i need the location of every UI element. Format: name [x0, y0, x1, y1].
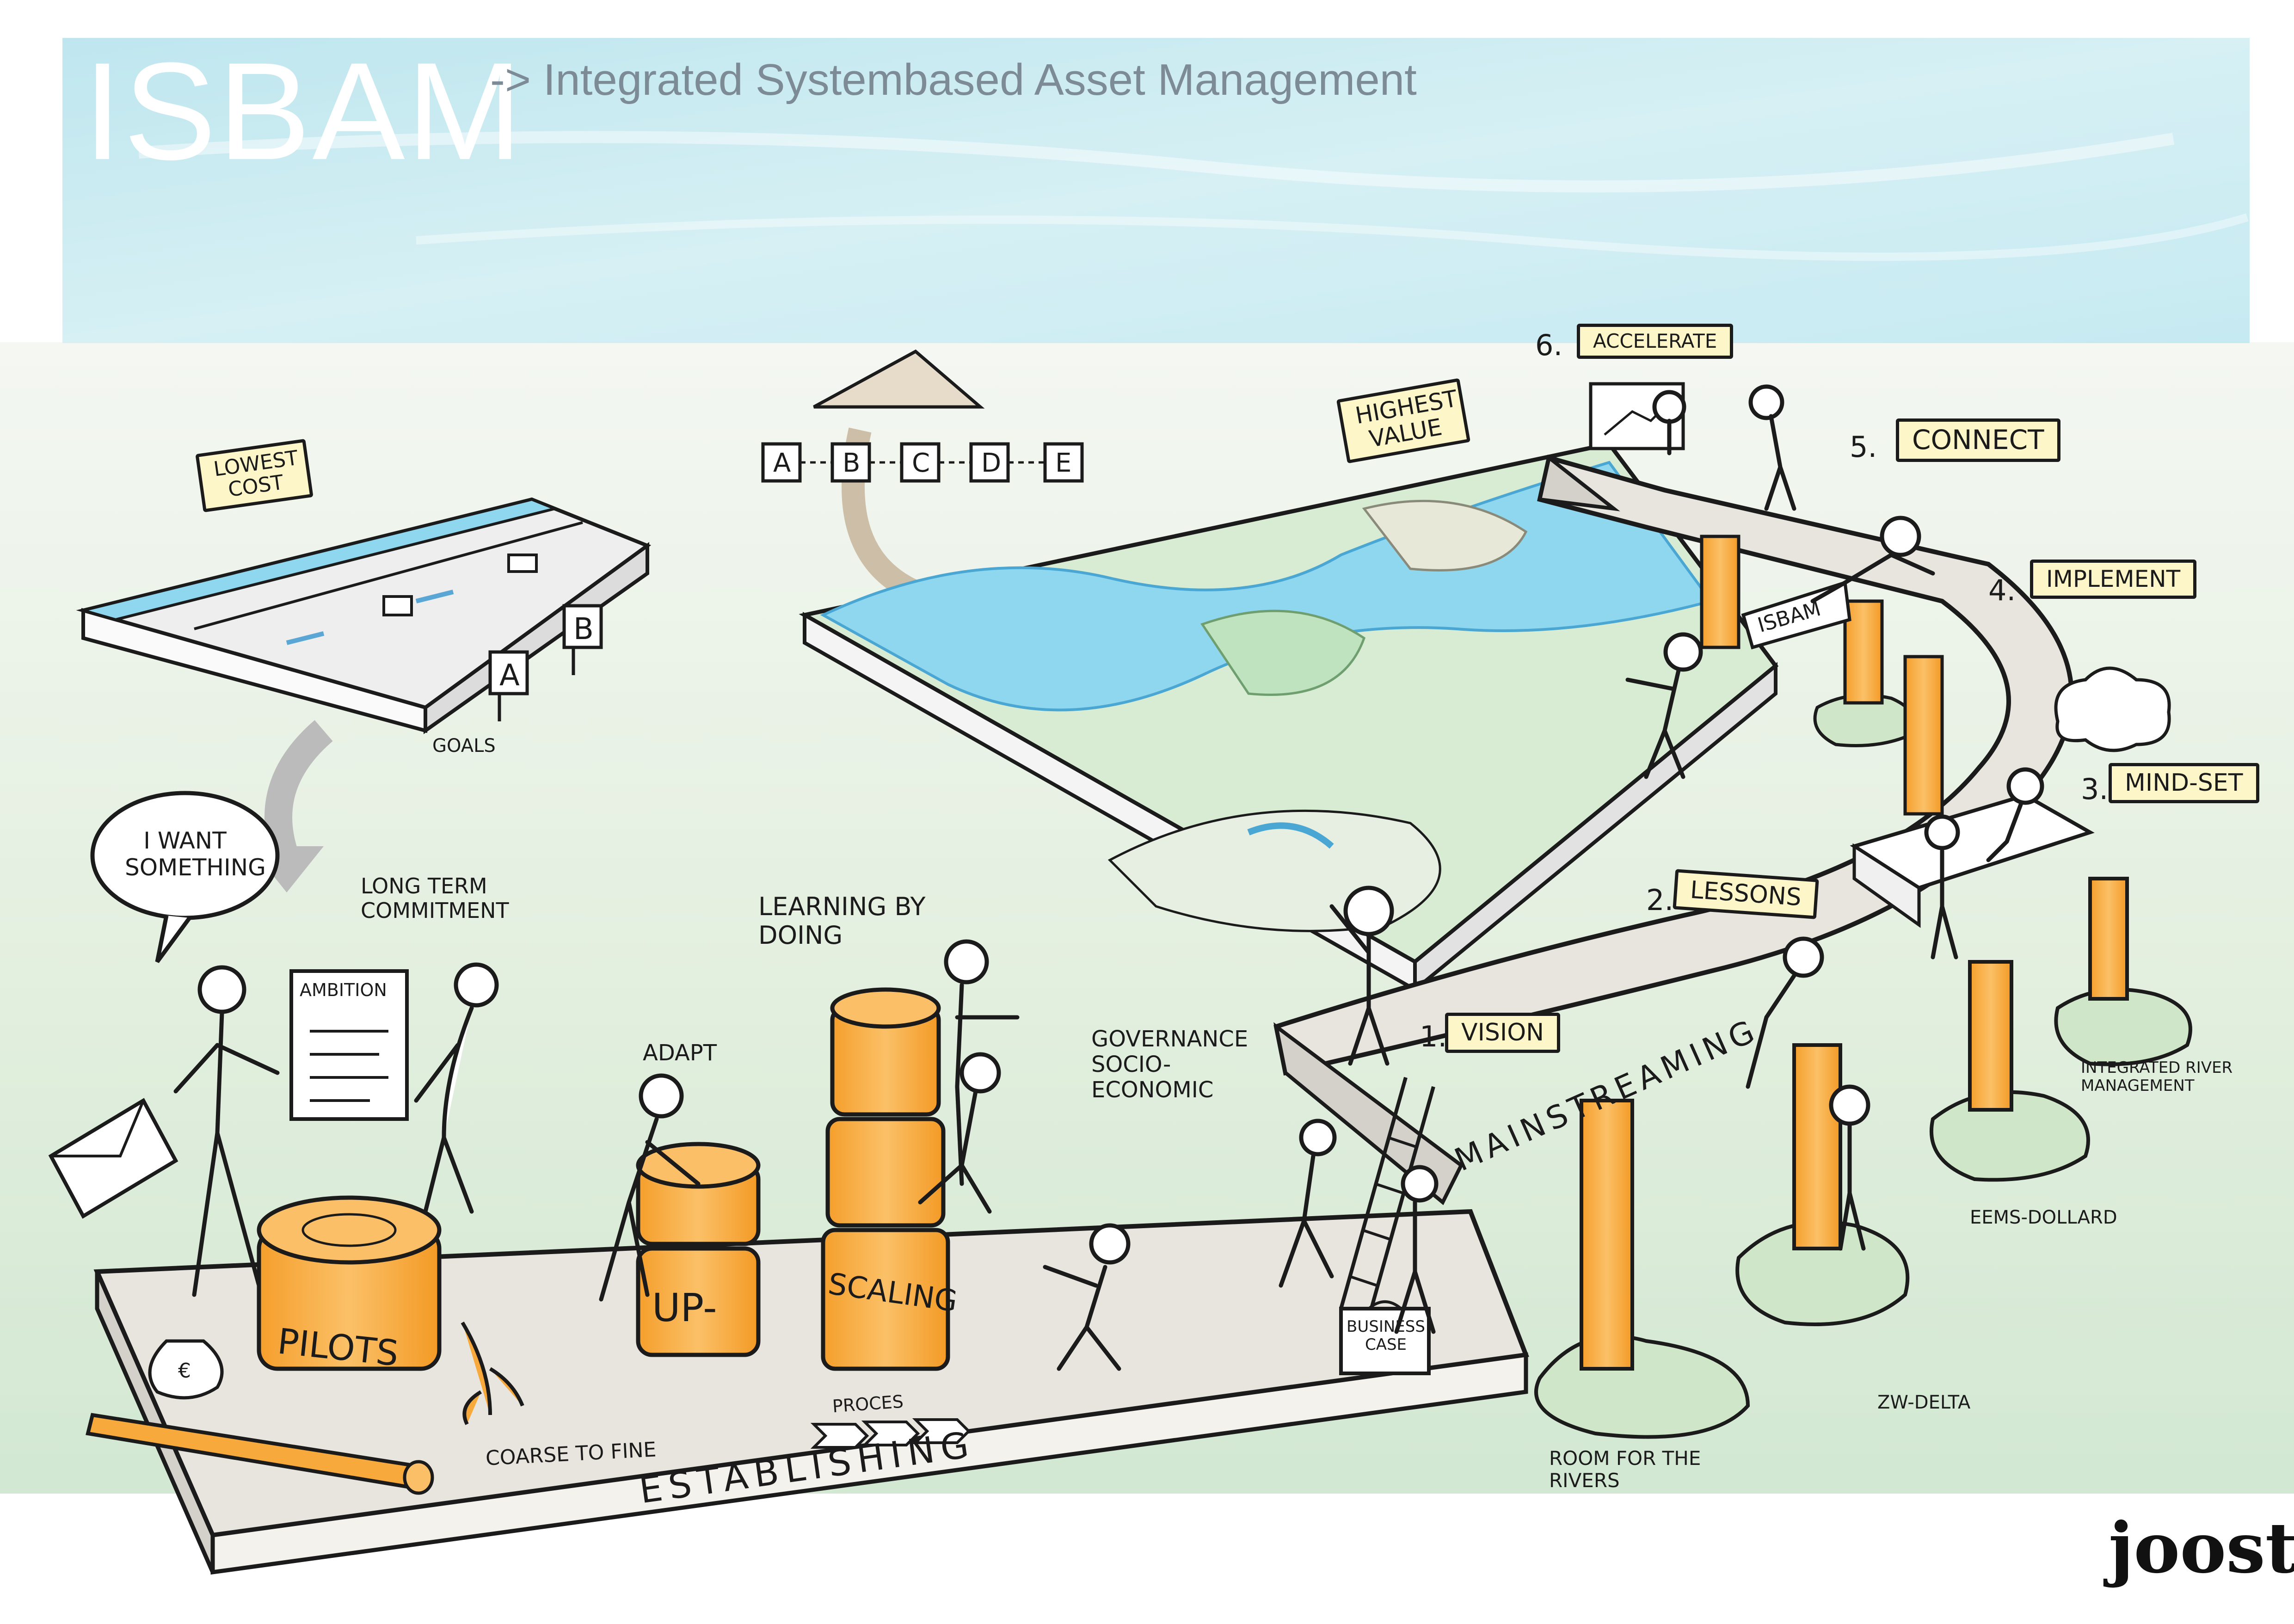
goal-signs-ab — [488, 604, 603, 721]
business-case-briefcase — [1339, 1300, 1431, 1375]
thought-cloud — [2054, 666, 2171, 752]
option-sign-d: D — [981, 448, 1002, 478]
lowest-cost-road-slab — [76, 497, 652, 734]
step-4-number: 4. — [1988, 573, 2016, 607]
option-sign-b: B — [843, 448, 861, 478]
speech-bubble — [90, 791, 280, 963]
options-row-a-e — [761, 442, 1084, 483]
page-subtitle: -> Integrated Systembased Asset Manageme… — [490, 55, 1417, 105]
business-case-label: BUSINESS CASE — [1347, 1317, 1425, 1354]
sky-streak — [416, 213, 2249, 261]
learning-by-doing-label: LEARNING BY DOING — [758, 892, 926, 950]
adapt-label: ADAPT — [643, 1040, 717, 1066]
long-term-commitment-label: LONG TERM COMMITMENT — [361, 874, 509, 923]
zw-delta-label: ZW-DELTA — [1877, 1392, 1971, 1413]
pillar-room-for-rivers — [1534, 1099, 1750, 1439]
step-6-number: 6. — [1535, 328, 1563, 362]
ambition-board — [289, 969, 409, 1121]
step-5-number: 5. — [1850, 430, 1877, 464]
highest-value-landscape-map — [799, 442, 1779, 994]
option-sign-c: C — [912, 448, 930, 478]
speech-bubble-text: I WANT SOMETHING — [125, 827, 266, 881]
step-accelerate-tag: ACCELERATE — [1577, 324, 1734, 359]
step-connect-tag: CONNECT — [1896, 418, 2060, 462]
envelope-icon — [48, 1098, 178, 1219]
pillar-integrated-river-management — [2054, 877, 2192, 1066]
header-sky-banner — [62, 38, 2250, 343]
isbam-sign — [1741, 580, 1851, 650]
step-1-number: 1. — [1420, 1020, 1447, 1053]
up-label: UP- — [652, 1285, 717, 1330]
room-for-the-rivers-label: ROOM FOR THE RIVERS — [1549, 1447, 1701, 1492]
trunk-scaling — [821, 987, 950, 1371]
pillar-upper — [1700, 535, 1944, 816]
desk — [1850, 793, 2095, 928]
option-sign-a: A — [773, 448, 791, 478]
eems-dollard-label: EEMS-DOLLARD — [1970, 1207, 2117, 1228]
trunk-pilots — [257, 1195, 524, 1425]
page-title: ISBAM — [83, 33, 524, 189]
ladder — [1339, 1077, 1435, 1319]
goals-caption: GOALS — [432, 735, 496, 757]
step-3-number: 3. — [2081, 772, 2109, 806]
goal-sign-b: B — [573, 612, 594, 646]
step-vision-tag: VISION — [1445, 1013, 1561, 1053]
governance-label: GOVERNANCE SOCIO- ECONOMIC — [1091, 1026, 1248, 1103]
sky-streak — [138, 131, 2175, 193]
fallen-log — [86, 1413, 434, 1495]
option-sign-e: E — [1055, 448, 1072, 478]
step-2-number: 2. — [1646, 883, 1674, 917]
establishing-platform — [93, 1209, 1529, 1575]
trunk-up — [636, 1142, 761, 1357]
people-figures — [173, 384, 2044, 1371]
step-implement-tag: IMPLEMENT — [2030, 560, 2197, 599]
ambition-board-title: AMBITION — [300, 980, 387, 1000]
money-bag-icon — [148, 1339, 224, 1400]
step-mindset-tag: MIND-SET — [2109, 763, 2259, 804]
artist-signature: joost — [2109, 1507, 2294, 1589]
goal-sign-a: A — [499, 658, 520, 693]
arrow-down-curved — [264, 720, 333, 865]
pillar-eems-dollard — [1929, 960, 2090, 1182]
proces-arrows — [810, 1418, 971, 1449]
integrated-river-management-label: INTEGRATED RIVER MANAGEMENT — [2081, 1058, 2233, 1095]
money-bag-symbol: € — [178, 1359, 191, 1383]
